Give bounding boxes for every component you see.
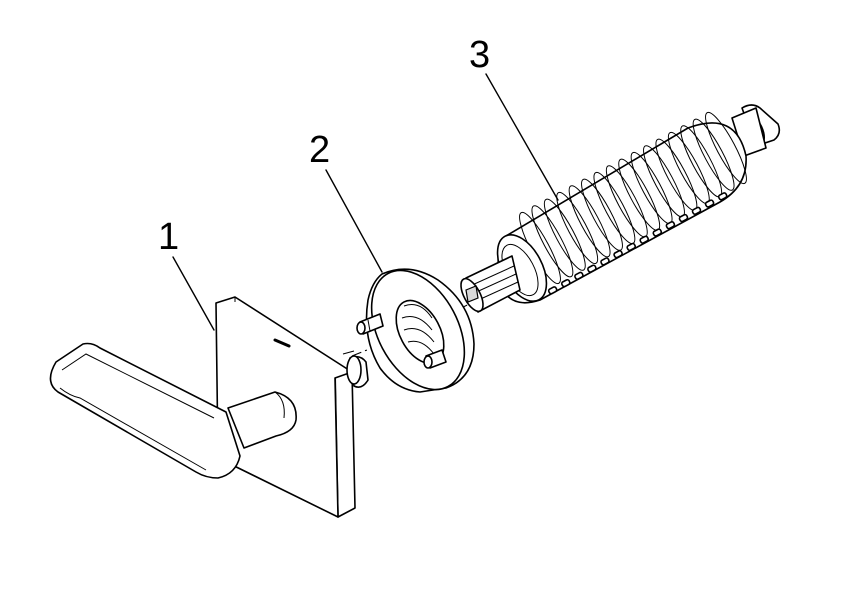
ring-pin (423, 349, 447, 369)
leader-line-3 (485, 73, 559, 201)
spring-slot (678, 213, 689, 223)
leader-line-1 (172, 256, 215, 331)
spring-slot (704, 199, 715, 208)
leader-lines (172, 73, 559, 331)
spring-slot (626, 242, 637, 252)
spring-slot (587, 264, 597, 273)
spring-slot (652, 228, 663, 237)
spring-slot (665, 221, 676, 230)
fixing-pin (356, 313, 384, 335)
spring-slot (613, 249, 623, 259)
spring-slot (547, 286, 558, 295)
callout-2: 2 (309, 129, 330, 171)
callout-3: 3 (469, 34, 490, 76)
callout-1: 1 (158, 216, 179, 258)
spring-slot (574, 271, 584, 281)
spring-coil (556, 191, 599, 265)
spring-coil (692, 118, 735, 191)
spring-coil (543, 198, 586, 271)
part-3-spring-cartridge (460, 104, 781, 313)
spring-slot (639, 235, 650, 244)
spring-slot (600, 257, 610, 266)
part-1-lever-handle (49, 296, 369, 518)
spring-coil (568, 185, 611, 258)
part-2-rose-ring (356, 268, 475, 393)
spring-slot (561, 278, 571, 288)
spring-coil (531, 205, 574, 278)
spring-slots (547, 192, 728, 295)
spring-coil (705, 111, 747, 185)
spring-slot (717, 192, 728, 201)
leader-line-2 (325, 169, 383, 273)
spring-slot (691, 206, 702, 216)
